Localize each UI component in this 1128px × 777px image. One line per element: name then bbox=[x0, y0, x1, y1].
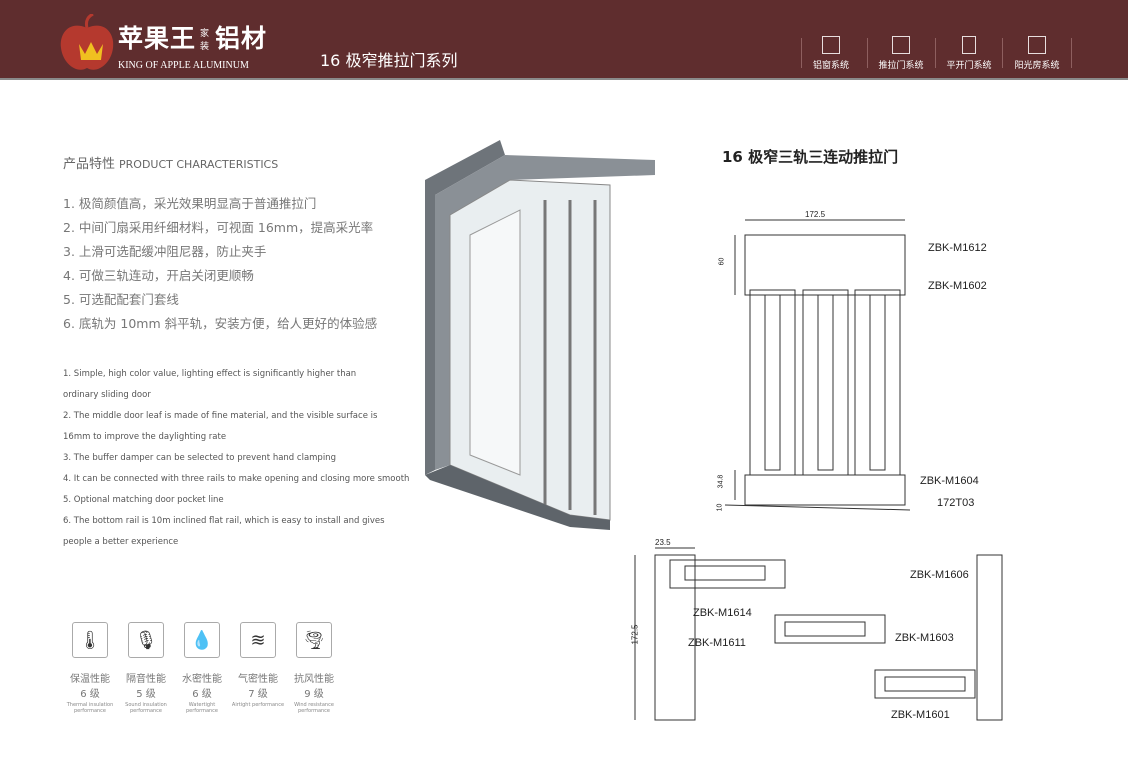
part-label: ZBK-M1612 bbox=[928, 242, 987, 254]
feature-en: 16mm to improve the daylighting rate bbox=[63, 432, 227, 442]
divider bbox=[1002, 38, 1003, 68]
part-label: 172T03 bbox=[937, 497, 975, 509]
part-label: ZBK-M1604 bbox=[920, 475, 979, 487]
vertical-section-drawing bbox=[724, 219, 911, 511]
brand-small: 家装 bbox=[200, 29, 211, 52]
nav-window-system[interactable]: 铝窗系统 bbox=[797, 36, 865, 71]
horizontal-section-drawing bbox=[634, 547, 1003, 721]
feature-cn: 6. 底轨为 10mm 斜平轨，安装方便，给人更好的体验感 bbox=[63, 316, 378, 331]
part-label: ZBK-M1602 bbox=[928, 280, 987, 292]
nav-label: 推拉门系统 bbox=[878, 61, 924, 71]
part-label: ZBK-M1611 bbox=[688, 637, 746, 649]
sunroom-icon bbox=[1028, 36, 1046, 54]
nav-casement-door-system[interactable]: 平开门系统 bbox=[935, 36, 1003, 71]
part-label: ZBK-M1603 bbox=[895, 632, 954, 644]
dimension: 34.8 bbox=[717, 474, 725, 489]
divider bbox=[867, 38, 868, 68]
performance-grade: 9 级 bbox=[304, 689, 324, 700]
performance-label: 隔音性能 bbox=[126, 674, 166, 685]
performance-water: 💧 水密性能 6 级 Watertight performance bbox=[174, 622, 230, 714]
divider bbox=[935, 38, 936, 68]
performance-label: 抗风性能 bbox=[294, 674, 334, 685]
performance-label: 保温性能 bbox=[70, 674, 110, 685]
apple-crown-logo bbox=[60, 14, 114, 70]
part-label: ZBK-M1614 bbox=[693, 607, 752, 619]
thermometer-icon: 🌡 bbox=[72, 622, 108, 658]
dimension: 23.5 bbox=[655, 538, 671, 547]
feature-en: 2. The middle door leaf is made of fine … bbox=[63, 411, 378, 421]
wind-icon: ≋ bbox=[240, 622, 276, 658]
feature-cn: 1. 极简颜值高，采光效果明显高于普通推拉门 bbox=[63, 196, 317, 211]
performance-label: 水密性能 bbox=[182, 674, 222, 685]
dimension: 10 bbox=[716, 503, 724, 512]
product-render-image bbox=[425, 140, 655, 530]
section-title-cn: 产品特性 bbox=[63, 157, 116, 172]
feature-en: 1. Simple, high color value, lighting ef… bbox=[63, 369, 357, 379]
header: 苹果王家装铝材 KING OF APPLE ALUMINUM 16 极窄推拉门系… bbox=[0, 0, 1128, 80]
performance-wind: 🌪 抗风性能 9 级 Wind resistance performance bbox=[286, 622, 342, 714]
brand-cn: 苹果王 bbox=[118, 24, 197, 53]
performance-en: Sound insulation performance bbox=[125, 702, 167, 714]
window-icon bbox=[822, 36, 840, 54]
performance-grade: 6 级 bbox=[192, 689, 212, 700]
nav-label: 阳光房系统 bbox=[1014, 61, 1060, 71]
performance-label: 气密性能 bbox=[238, 674, 278, 685]
performance-en: Airtight performance bbox=[231, 702, 285, 708]
performance-grade: 6 级 bbox=[80, 689, 100, 700]
performance-en: Watertight performance bbox=[185, 702, 219, 714]
feature-en: people a better experience bbox=[63, 537, 179, 547]
nav-sunroom-system[interactable]: 阳光房系统 bbox=[1003, 36, 1071, 71]
feature-en: 6. The bottom rail is 10m inclined flat … bbox=[63, 516, 385, 526]
feature-cn: 3. 上滑可选配缓冲阻尼器，防止夹手 bbox=[63, 244, 267, 259]
feature-en: ordinary sliding door bbox=[63, 390, 151, 400]
dimension: 172.5 bbox=[630, 624, 640, 645]
feature-cn: 4. 可做三轨连动，开启关闭更顺畅 bbox=[63, 268, 254, 283]
brand-english: KING OF APPLE ALUMINUM bbox=[118, 60, 249, 71]
performance-en: Thermal insulation performance bbox=[66, 702, 114, 714]
nav-sliding-door-system[interactable]: 推拉门系统 bbox=[867, 36, 935, 71]
feature-en: 3. The buffer damper can be selected to … bbox=[63, 453, 336, 463]
nav-label: 平开门系统 bbox=[946, 61, 992, 71]
dimension: 60 bbox=[718, 257, 726, 266]
section-title-en: PRODUCT CHARACTERISTICS bbox=[119, 158, 279, 171]
series-title: 16 极窄推拉门系列 bbox=[320, 51, 458, 70]
divider bbox=[801, 38, 802, 68]
performance-en: Wind resistance performance bbox=[294, 702, 334, 714]
muted-microphone-icon: 🎙 bbox=[128, 622, 164, 658]
brand-name: 苹果王家装铝材 bbox=[118, 24, 267, 54]
tornado-icon: 🌪 bbox=[296, 622, 332, 658]
performance-grade: 5 级 bbox=[136, 689, 156, 700]
feature-cn: 5. 可选配配套门套线 bbox=[63, 292, 179, 307]
feature-cn: 2. 中间门扇采用纤细材料，可视面 16mm，提高采光率 bbox=[63, 220, 374, 235]
feature-en: 4. It can be connected with three rails … bbox=[63, 474, 410, 484]
brand-cn2: 铝材 bbox=[215, 24, 268, 53]
performance-thermal: 🌡 保温性能 6 级 Thermal insulation performance bbox=[62, 622, 118, 714]
divider bbox=[1071, 38, 1072, 68]
performance-air: ≋ 气密性能 7 级 Airtight performance bbox=[230, 622, 286, 708]
part-label: ZBK-M1601 bbox=[891, 709, 950, 721]
part-label: ZBK-M1606 bbox=[910, 569, 969, 581]
water-drops-icon: 💧 bbox=[184, 622, 220, 658]
product-title: 16 极窄三轨三连动推拉门 bbox=[722, 148, 899, 166]
nav-label: 铝窗系统 bbox=[812, 61, 849, 71]
performance-sound: 🎙 隔音性能 5 级 Sound insulation performance bbox=[118, 622, 174, 714]
feature-en: 5. Optional matching door pocket line bbox=[63, 495, 224, 505]
sliding-door-icon bbox=[892, 36, 910, 54]
dimension: 172.5 bbox=[805, 210, 826, 219]
casement-door-icon bbox=[962, 36, 976, 54]
performance-grade: 7 级 bbox=[248, 689, 268, 700]
